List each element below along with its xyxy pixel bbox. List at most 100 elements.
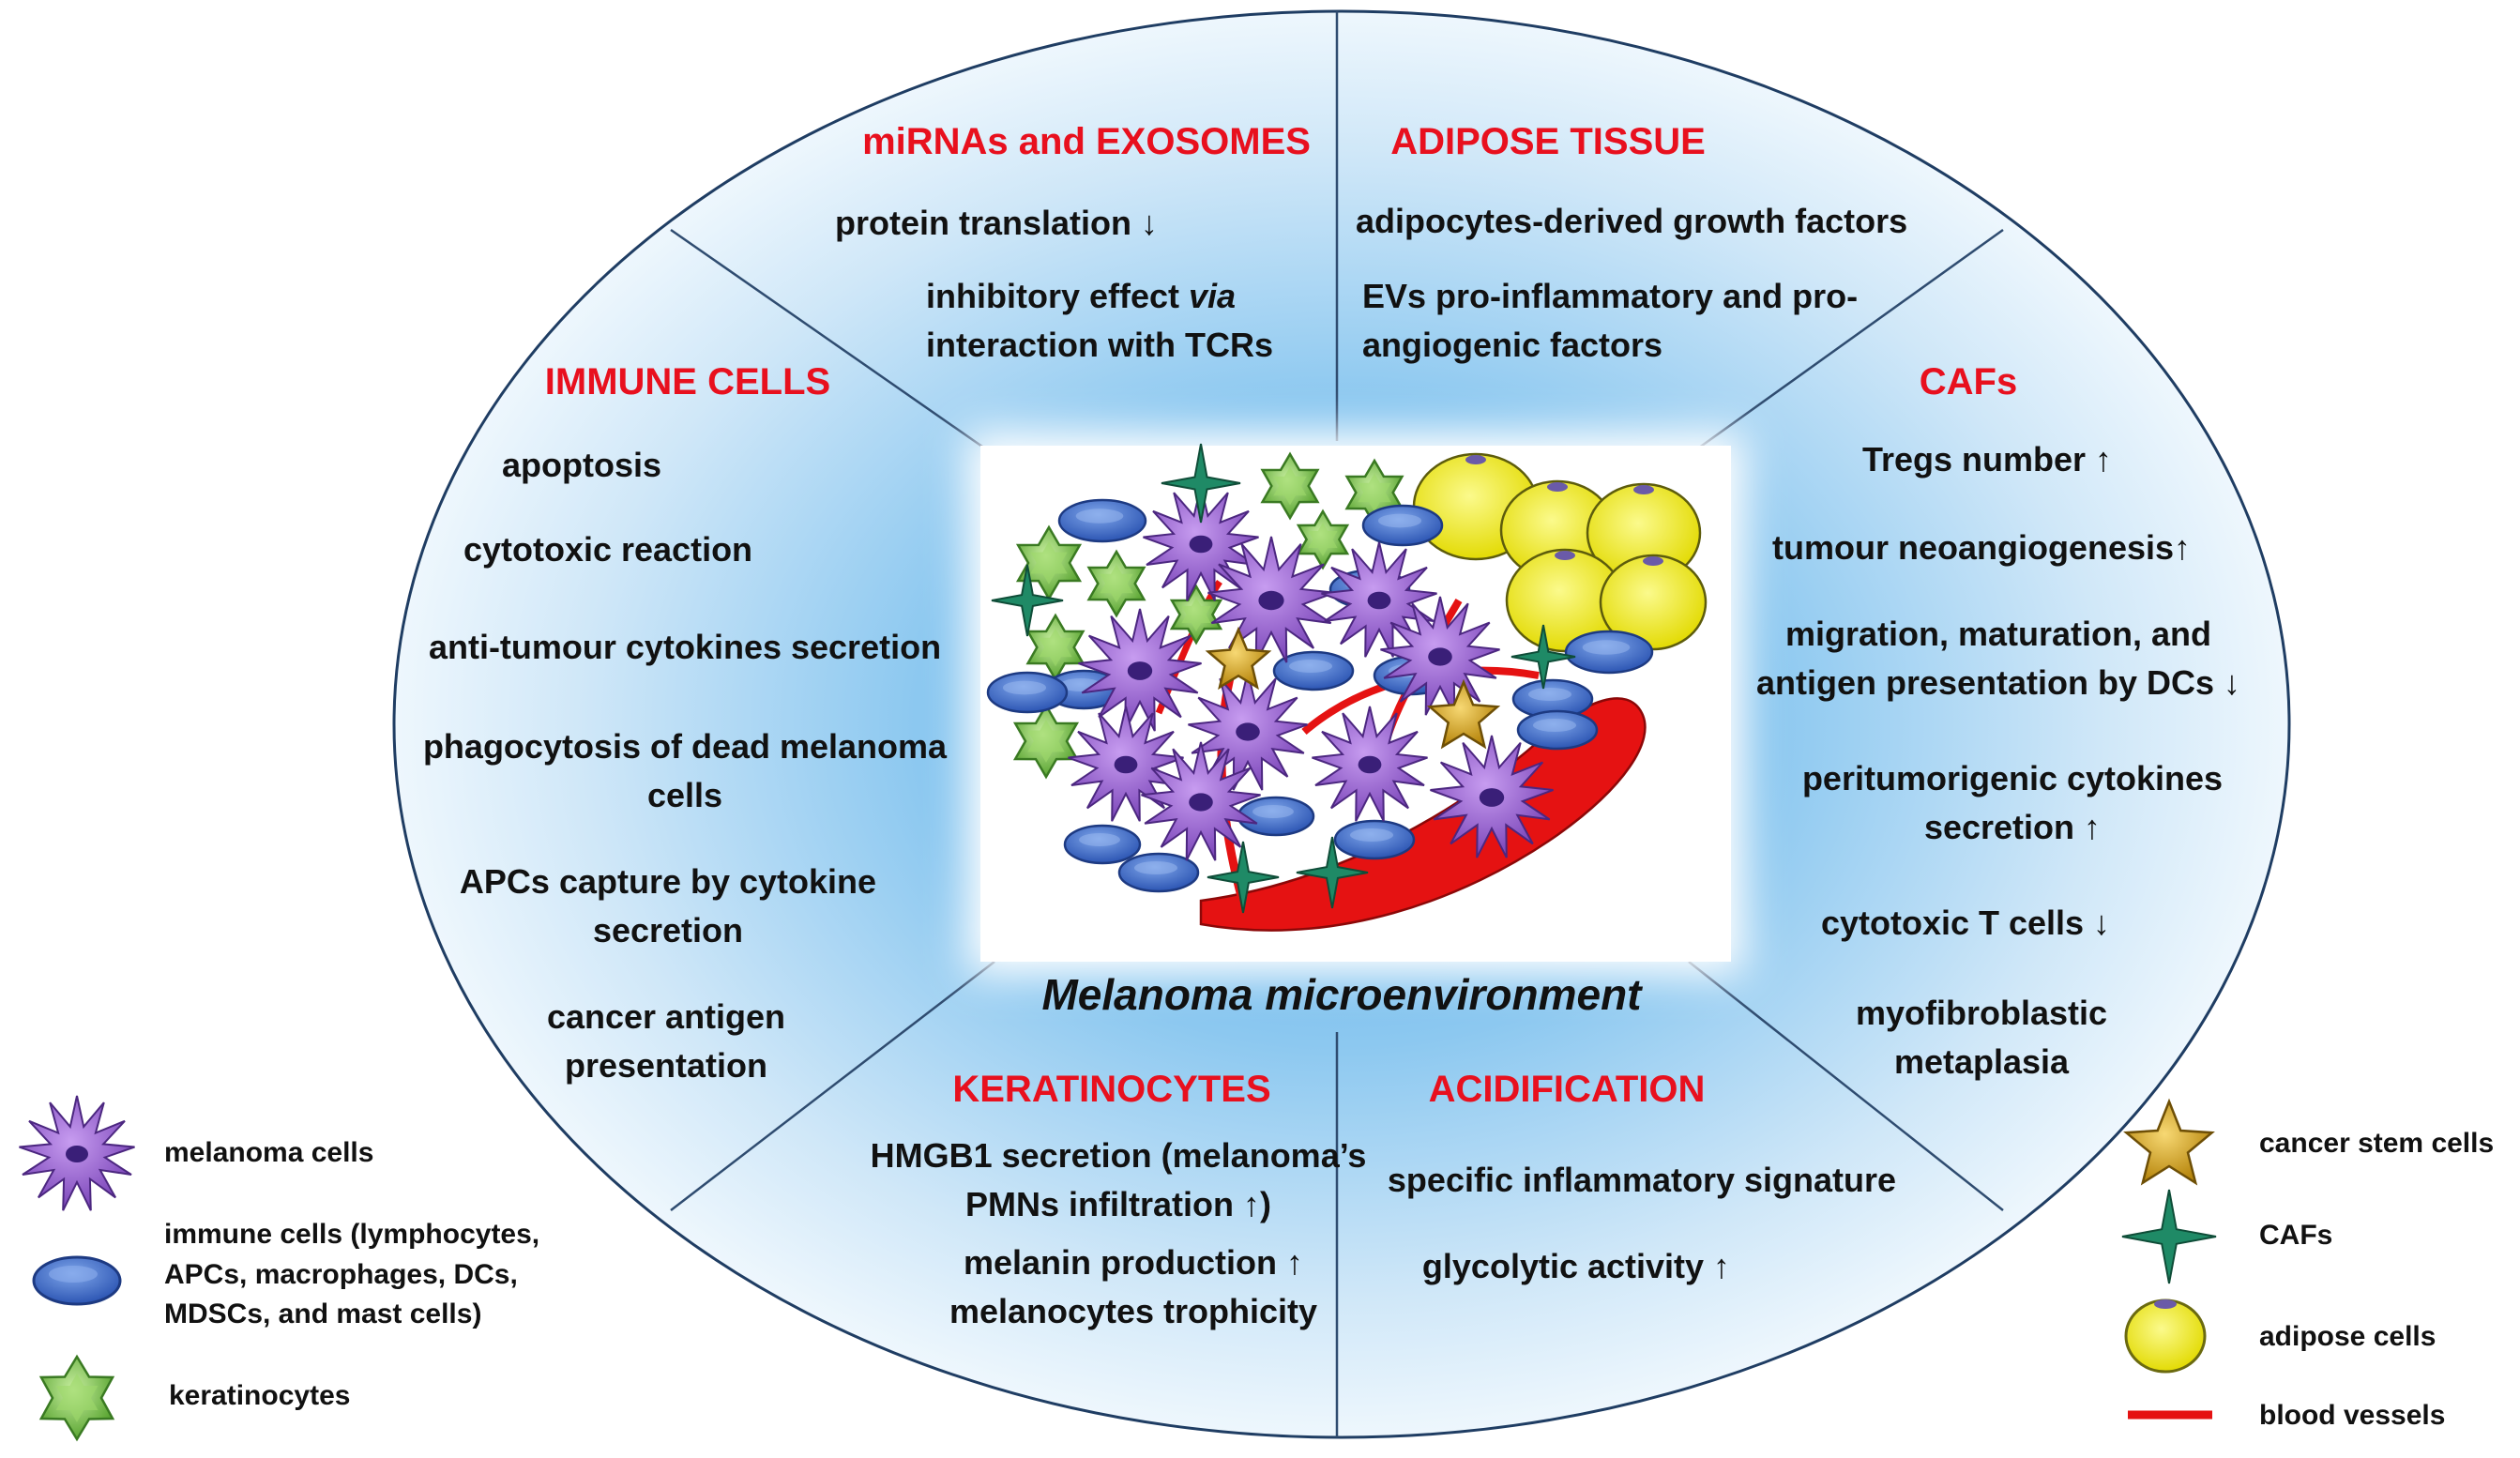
- cafs-item-5: peritumorigenic cytokines: [1802, 759, 2223, 797]
- immune-item-7: secretion: [593, 911, 743, 949]
- legend-melanoma-cell-icon: [19, 1095, 135, 1211]
- immune-cell: [1063, 824, 1142, 865]
- melanoma-cell: [1430, 735, 1554, 858]
- legend-left: melanoma cells immune cells (lymphocytes…: [19, 1095, 539, 1442]
- cafs-item-2: tumour neoangiogenesis↑: [1772, 528, 2191, 567]
- section-mirnas-exosomes: miRNAs and EXOSOMES protein translation …: [835, 121, 1311, 364]
- cafs-item-7: cytotoxic T cells ↓: [1821, 904, 2110, 942]
- legend-adipose-label: adipose cells: [2259, 1321, 2436, 1352]
- melanoma-cell: [1141, 741, 1261, 861]
- adipose-item-2: EVs pro-inflammatory and pro-: [1362, 277, 1858, 315]
- immune-item-3: anti-tumour cytokines secretion: [429, 628, 941, 666]
- section-dividers: [670, 11, 2004, 1437]
- immune-cell: [1057, 498, 1147, 543]
- legend-melanoma-label: melanoma cells: [164, 1137, 373, 1168]
- adipose-header: ADIPOSE TISSUE: [1390, 121, 1706, 162]
- keratinocyte: [1260, 451, 1320, 521]
- legend-immune-label-1: immune cells (lymphocytes,: [164, 1219, 539, 1250]
- immune-cell: [986, 671, 1069, 714]
- section-keratinocytes: KERATINOCYTES HMGB1 secretion (melanoma’…: [871, 1069, 1367, 1330]
- legend-right: cancer stem cells CAFs adipose cells blo…: [2121, 1098, 2494, 1431]
- immune-cell: [1516, 709, 1599, 751]
- cafs-item-1: Tregs number ↑: [1862, 440, 2112, 478]
- section-cafs: CAFs Tregs number ↑ tumour neoangiogenes…: [1756, 361, 2240, 1081]
- legend-cancer-stem-label: cancer stem cells: [2259, 1128, 2494, 1159]
- legend-caf-label: CAFs: [2259, 1220, 2332, 1251]
- immune-cell: [1564, 630, 1654, 675]
- caf-cell: [1161, 443, 1241, 524]
- immune-item-6: APCs capture by cytokine: [460, 862, 876, 901]
- immune-cell: [1117, 852, 1200, 893]
- keratinocyte: [1025, 613, 1085, 682]
- legend-keratinocyte-icon: [38, 1354, 115, 1442]
- keratinocyte: [1086, 549, 1146, 618]
- caf-cell: [1207, 841, 1280, 914]
- immune-cell: [1361, 504, 1444, 547]
- legend-blood-vessel-label: blood vessels: [2259, 1400, 2445, 1431]
- melanoma-cell: [1068, 706, 1184, 822]
- caf-cell: [1296, 836, 1369, 909]
- acidification-item-1: specific inflammatory signature: [1388, 1161, 1896, 1199]
- mirnas-item-3: interaction with TCRs: [926, 326, 1273, 364]
- melanoma-cell: [1312, 706, 1428, 822]
- keratinocytes-item-3: melanin production ↑: [964, 1243, 1303, 1282]
- legend-immune-label-3: MDSCs, and mast cells): [164, 1299, 481, 1329]
- legend-immune-cell-icon: [32, 1255, 122, 1306]
- center-title: Melanoma microenvironment: [1041, 970, 1643, 1019]
- acidification-item-2: glycolytic activity ↑: [1422, 1247, 1730, 1285]
- immune-item-1: apoptosis: [502, 446, 661, 484]
- caf-cell: [1510, 624, 1576, 690]
- mirnas-header: miRNAs and EXOSOMES: [862, 121, 1311, 162]
- keratinocytes-item-2: PMNs infiltration ↑): [965, 1185, 1271, 1223]
- melanoma-cell: [1078, 608, 1202, 732]
- divider-top-left: [670, 228, 995, 457]
- melanoma-cell: [1321, 541, 1437, 658]
- section-adipose-tissue: ADIPOSE TISSUE adipocytes-derived growth…: [1356, 121, 1907, 364]
- cafs-item-3: migration, maturation, and: [1785, 615, 2211, 653]
- legend-caf-icon: [2121, 1189, 2217, 1284]
- acidification-header: ACIDIFICATION: [1429, 1069, 1706, 1110]
- mirnas-item-1: protein translation ↓: [835, 204, 1158, 242]
- divider-bottom-right: [1688, 961, 2004, 1211]
- melanoma-cell: [1380, 596, 1500, 716]
- legend-adipose-cell-icon: [2124, 1299, 2207, 1374]
- caf-cell: [991, 564, 1064, 637]
- cancer-stem-cell: [1426, 678, 1501, 750]
- legend-keratinocyte-label: keratinocytes: [169, 1380, 350, 1411]
- immune-item-4: phagocytosis of dead melanoma: [423, 727, 948, 766]
- divider-bottom-left: [670, 961, 995, 1211]
- tumour-cluster-illustration: [986, 443, 1708, 932]
- cafs-item-6: secretion ↑: [1924, 808, 2101, 846]
- keratinocyte: [1169, 584, 1223, 645]
- keratinocytes-item-1: HMGB1 secretion (melanoma’s: [871, 1136, 1367, 1175]
- cafs-item-8: myofibroblastic: [1856, 994, 2107, 1032]
- cafs-item-4: antigen presentation by DCs ↓: [1756, 663, 2240, 702]
- keratinocytes-header: KERATINOCYTES: [952, 1069, 1270, 1110]
- immune-item-2: cytotoxic reaction: [463, 530, 752, 569]
- keratinocyte: [1296, 509, 1350, 570]
- immune-item-8: cancer antigen: [547, 997, 785, 1036]
- immune-header: IMMUNE CELLS: [545, 361, 830, 402]
- keratinocytes-item-4: melanocytes trophicity: [949, 1292, 1317, 1330]
- immune-cell: [1237, 796, 1315, 837]
- mirnas-item-2: inhibitory effect via: [926, 277, 1236, 315]
- adipose-item-1: adipocytes-derived growth factors: [1356, 202, 1907, 240]
- cancer-stem-cell: [1205, 626, 1272, 691]
- adipose-cell: [1599, 554, 1708, 651]
- immune-cell: [1272, 650, 1355, 691]
- divider-top-right: [1688, 228, 2004, 457]
- immune-item-5: cells: [647, 776, 722, 814]
- cafs-item-9: metaplasia: [1894, 1042, 2070, 1081]
- cafs-header: CAFs: [1920, 361, 2017, 402]
- immune-cell: [1333, 819, 1416, 860]
- keratinocyte: [1012, 703, 1080, 780]
- adipose-item-3: angiogenic factors: [1362, 326, 1662, 364]
- section-immune-cells: IMMUNE CELLS apoptosis cytotoxic reactio…: [423, 361, 948, 1085]
- legend-cancer-stem-cell-icon: [2123, 1098, 2215, 1186]
- section-acidification: ACIDIFICATION specific inflammatory sign…: [1388, 1069, 1896, 1285]
- immune-item-9: presentation: [565, 1046, 767, 1085]
- legend-immune-label-2: APCs, macrophages, DCs,: [164, 1259, 518, 1290]
- keratinocyte: [1015, 524, 1083, 601]
